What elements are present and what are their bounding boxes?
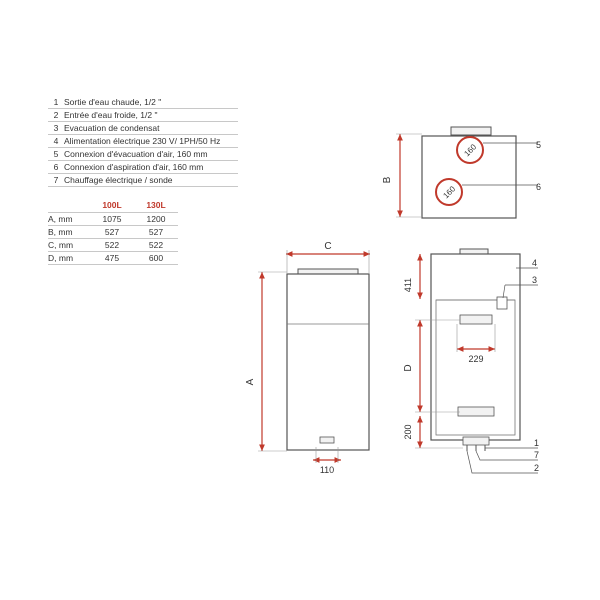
bottom-pipes: [462, 436, 490, 446]
legend-number: 3: [53, 123, 59, 133]
legend-row: 3 Evacuation de condensat: [48, 122, 238, 135]
dimension-row-c: C, mm 522 522: [48, 239, 178, 252]
legend-text: Chauffage électrique / sonde: [64, 175, 173, 185]
dimensions-header: 100L 130L: [48, 199, 178, 213]
dimension-c-label: C: [324, 241, 331, 252]
legend-number: 7: [53, 175, 59, 185]
section-view: 411 D 200 229 4 3 1 7 2: [403, 248, 539, 474]
legend-number: 5: [53, 149, 59, 159]
legend-text: Sortie d'eau chaude, 1/2 ": [64, 97, 162, 107]
legend-row: 5 Connexion d'évacuation d'air, 160 mm: [48, 148, 238, 161]
callout-1: 1: [534, 438, 539, 448]
condensate-fitting: [496, 296, 508, 310]
front-collar: [297, 268, 359, 275]
legend-number: 6: [53, 162, 59, 172]
dimension-row-b: B, mm 527 527: [48, 226, 178, 239]
callout-5: 5: [536, 140, 541, 150]
header-100l: 100L: [102, 200, 122, 210]
legend-text: Entrée d'eau froide, 1/2 ": [64, 110, 158, 120]
lower-flange: [457, 406, 495, 417]
upper-flange: [459, 314, 493, 325]
duct-top: 160: [456, 136, 484, 164]
legend-row: 4 Alimentation électrique 230 V/ 1PH/50 H…: [48, 135, 238, 148]
callout-3: 3: [532, 275, 537, 285]
legend-text: Connexion d'évacuation d'air, 160 mm: [64, 149, 208, 159]
legend-row: 2 Entrée d'eau froide, 1/2 ": [48, 109, 238, 122]
legend-row: 7 Chauffage électrique / sonde: [48, 174, 238, 187]
front-view-outline: [286, 273, 370, 451]
top-collar: [450, 126, 492, 136]
dimension-200-label: 200: [403, 424, 413, 439]
legend-number: 2: [53, 110, 59, 120]
front-pipe-stub: [319, 436, 335, 444]
front-view: C A 110: [245, 241, 370, 475]
callout-7: 7: [534, 450, 539, 460]
duct-bottom: 160: [435, 178, 463, 206]
dimension-b-label: B: [382, 176, 393, 183]
dimensions-table: 100L 130L A, mm 1075 1200 B, mm 527 527 …: [48, 199, 178, 265]
dimension-d-label: D: [403, 364, 414, 371]
callout-6: 6: [536, 182, 541, 192]
legend-text: Evacuation de condensat: [64, 123, 160, 133]
dimension-a-label: A: [245, 378, 256, 385]
legend-row: 6 Connexion d'aspiration d'air, 160 mm: [48, 161, 238, 174]
callout-2: 2: [534, 463, 539, 473]
dimension-row-d: D, mm 475 600: [48, 252, 178, 265]
legend-row: 1 Sortie d'eau chaude, 1/2 ": [48, 96, 238, 109]
legend-number: 4: [53, 136, 59, 146]
section-collar: [459, 248, 489, 255]
legend-number: 1: [53, 97, 59, 107]
callout-4: 4: [532, 258, 537, 268]
legend-text: Connexion d'aspiration d'air, 160 mm: [64, 162, 204, 172]
legend-table: 1 Sortie d'eau chaude, 1/2 " 2 Entrée d'eau…: [48, 96, 238, 187]
top-view: 160 160 B 5 6: [382, 126, 541, 219]
dimension-row-a: A, mm 1075 1200: [48, 213, 178, 226]
dimension-411-label: 411: [403, 278, 413, 292]
dimension-110-label: 110: [320, 465, 334, 475]
header-130l: 130L: [146, 200, 166, 210]
dimension-229-label: 229: [468, 354, 483, 364]
legend-text: Alimentation électrique 230 V/ 1PH/50 Hz: [64, 136, 221, 146]
